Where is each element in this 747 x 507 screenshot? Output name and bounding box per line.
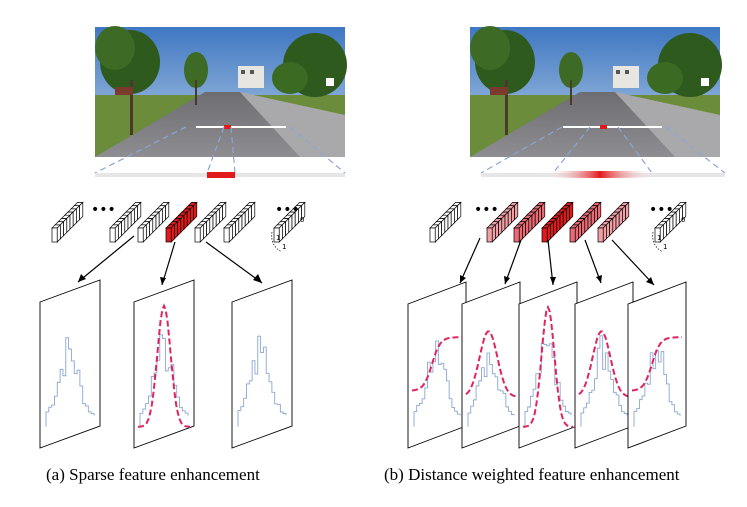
histogram-line [139, 334, 189, 427]
feature-column-b-0 [429, 201, 462, 243]
plot-card-frame [133, 279, 195, 449]
dim-label-one-b-0: 1 [282, 243, 286, 251]
caption-distance-weighted: (b) Distance weighted feature enhancemen… [384, 465, 680, 484]
caption-sparse: (a) Sparse feature enhancement [46, 465, 260, 484]
ellipsis-a1: ••• [91, 202, 116, 218]
feature-columns-a: 11 0 [51, 201, 306, 253]
road-photo-b [470, 26, 722, 157]
gaussian-curve [631, 336, 682, 392]
projection-lines-a [94, 126, 346, 174]
histogram-line [524, 343, 572, 427]
feature-column-b-1 [486, 201, 519, 243]
feature-column-a-5 [223, 201, 256, 243]
feature-column-b-3 [541, 201, 574, 243]
histogram-line [237, 335, 287, 427]
gaussian-curve [411, 336, 462, 392]
arrowheads-a [78, 274, 262, 285]
feature-column-b-4 [569, 201, 602, 243]
feature-column-a-0 [51, 201, 84, 243]
histogram-line [45, 337, 95, 427]
panel-b: 11 0 ••• ••• [407, 26, 726, 449]
plot-card-frame [627, 281, 687, 449]
plot-card-a-0 [39, 279, 101, 449]
feature-column-a-2 [137, 201, 170, 243]
plot-card-frame [231, 279, 293, 449]
gaussian-curve [138, 303, 190, 428]
plot-cards-a [39, 279, 293, 449]
gaussian-curve [578, 330, 630, 398]
plot-card-a-2 [231, 279, 293, 449]
plot-card-b-1 [461, 281, 521, 449]
feature-bar-highlight-a [207, 172, 235, 178]
road-photo-a [95, 26, 347, 157]
gaussian-curve [523, 304, 573, 428]
gaussian-curve [465, 330, 517, 398]
ellipsis-a2: ••• [275, 202, 300, 218]
feature-bar-highlight-b [545, 171, 655, 178]
dim-label-zero-0: 0 [300, 216, 304, 224]
plot-card-b-3 [574, 281, 634, 449]
plot-card-frame [407, 281, 467, 449]
plot-card-a-1 [133, 279, 195, 449]
plot-cards-b [407, 281, 687, 449]
projection-lines-b [480, 126, 726, 174]
ellipsis-b2: ••• [649, 202, 674, 218]
plot-card-b-0 [407, 281, 467, 449]
dim-label-one-1: 1 [657, 234, 661, 242]
ellipsis-b1: ••• [474, 202, 499, 218]
feature-column-b-6 [654, 201, 687, 243]
dim-label-one-0: 1 [276, 234, 280, 242]
feature-columns-b: 11 0 [429, 201, 687, 253]
feature-column-a-6 [273, 201, 306, 243]
plot-card-frame [461, 281, 521, 449]
feature-column-a-3 [165, 201, 198, 243]
feature-column-a-4 [194, 201, 227, 243]
feature-column-a-1 [109, 201, 142, 243]
plot-card-b-4 [627, 281, 687, 449]
feature-column-b-2 [513, 201, 546, 243]
plot-card-frame [574, 281, 634, 449]
arrows-a [77, 235, 263, 286]
plot-card-b-2 [518, 281, 578, 449]
histogram-line [413, 340, 461, 427]
dim-label-zero-1: 0 [681, 216, 685, 224]
plot-card-frame [39, 279, 101, 449]
feature-column-b-5 [597, 201, 630, 243]
arrows-b [459, 237, 655, 286]
histogram-line [467, 352, 515, 427]
dim-label-one-b-1: 1 [663, 243, 667, 251]
histogram-line [580, 335, 628, 427]
panel-a: 11 0 ••• ••• [39, 26, 347, 449]
arrowheads-b [460, 275, 654, 285]
